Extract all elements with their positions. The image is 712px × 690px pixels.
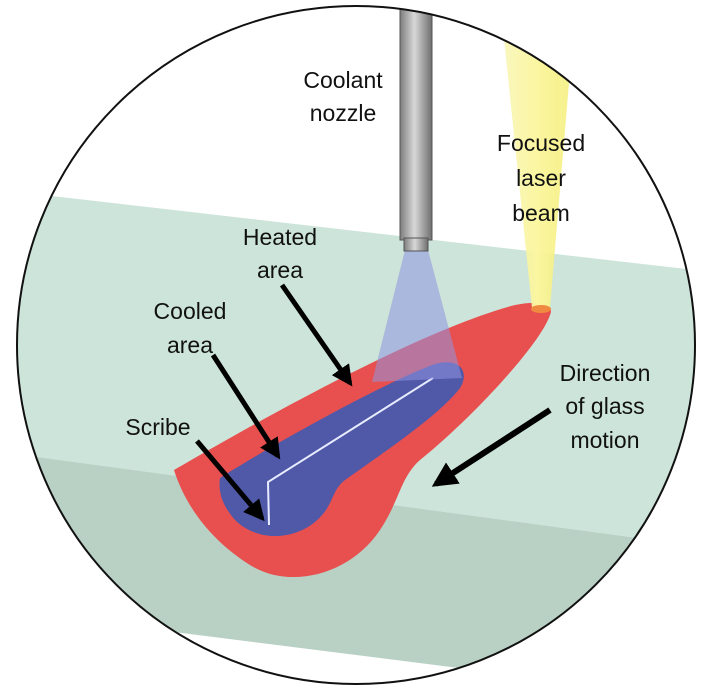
label-direction-3: motion <box>570 427 639 453</box>
label-scribe: Scribe <box>125 414 190 440</box>
label-coolant-nozzle-2: nozzle <box>310 100 376 126</box>
laser-beam <box>500 6 576 308</box>
heated-area-arrow <box>279 283 353 387</box>
scribe-line <box>266 377 434 526</box>
label-cooled-2: area <box>167 332 213 358</box>
coolant-spray <box>372 250 462 382</box>
label-direction-1: Direction <box>560 360 651 386</box>
label-direction-2: of glass <box>565 393 644 419</box>
label-coolant-nozzle-1: Coolant <box>303 67 383 93</box>
cooled-area <box>219 362 464 537</box>
cooled-area-arrow <box>210 353 281 460</box>
direction-arrow <box>431 407 552 487</box>
laser-spot <box>531 305 551 313</box>
label-laser-2: laser <box>516 165 566 191</box>
label-cooled-1: Cooled <box>154 298 227 324</box>
label-heated-2: area <box>257 257 303 283</box>
label-laser-1: Focused <box>497 130 585 156</box>
coolant-nozzle <box>399 6 433 241</box>
view-circle-border <box>16 5 696 685</box>
scribe-arrow <box>195 439 265 522</box>
label-heated-1: Heated <box>243 224 317 250</box>
label-laser-3: beam <box>512 200 570 226</box>
